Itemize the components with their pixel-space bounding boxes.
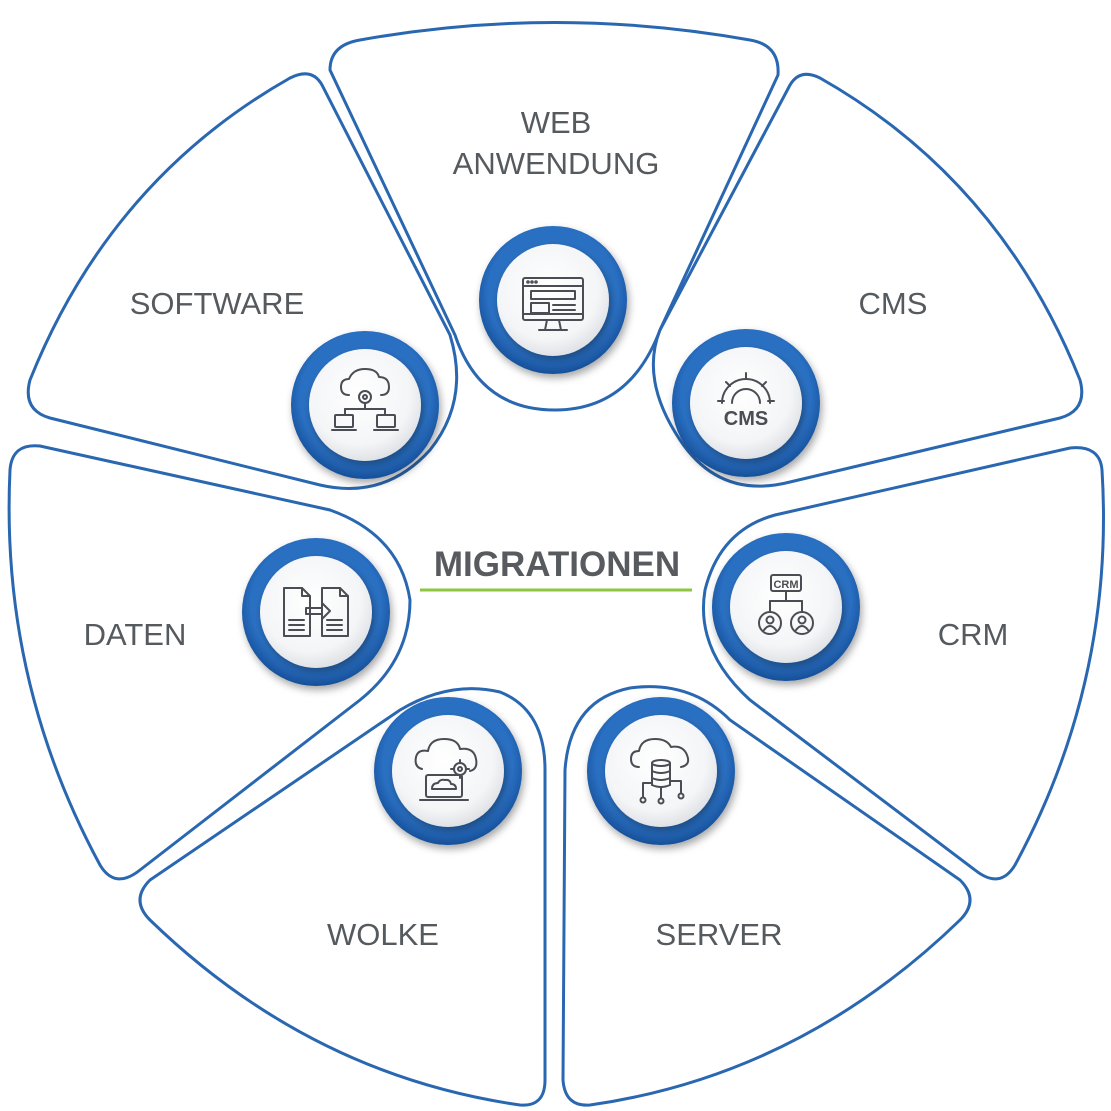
cms-gear-icon: CMS: [717, 372, 775, 430]
crm-icon-text: CRM: [773, 579, 798, 591]
badge-web: [479, 226, 627, 374]
label-software: SOFTWARE: [130, 286, 305, 321]
label-daten: DATEN: [84, 617, 187, 652]
cloud-software-network-icon: [331, 368, 399, 431]
label-web-line1: WEB: [521, 105, 592, 140]
web-browser-monitor-icon: [522, 277, 584, 331]
cloud-database-server-icon: [630, 738, 690, 805]
badge-crm: CRM: [712, 533, 860, 681]
label-crm: CRM: [938, 617, 1009, 652]
cms-icon-text: CMS: [724, 408, 768, 430]
label-cms: CMS: [859, 286, 928, 321]
document-transfer-icon: [283, 587, 349, 637]
badge-daten: [242, 538, 390, 686]
crm-network-icon: CRM: [758, 574, 814, 635]
badge-wolke: [374, 697, 522, 845]
badge-cms: CMS: [672, 329, 820, 477]
segment-web: [328, 21, 780, 412]
badge-software: [291, 331, 439, 479]
label-server: SERVER: [656, 917, 783, 952]
label-web-line2: ANWENDUNG: [453, 146, 660, 181]
center-title: MIGRATIONEN: [434, 545, 680, 584]
badge-server: [587, 697, 735, 845]
label-wolke: WOLKE: [327, 917, 439, 952]
cloud-laptop-gear-icon: [414, 738, 478, 801]
